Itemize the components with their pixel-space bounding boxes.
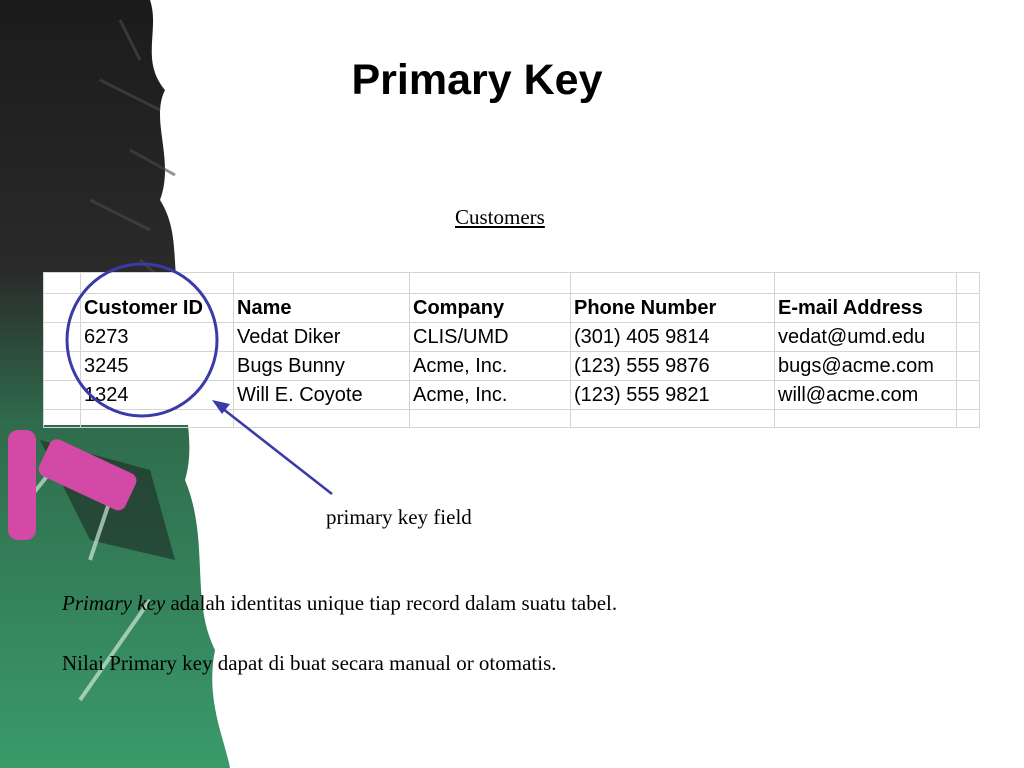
table-cell: Bugs Bunny xyxy=(233,351,410,381)
table-cell: Acme, Inc. xyxy=(409,380,571,410)
definition-paragraph: Primary key adalah identitas unique tiap… xyxy=(62,591,617,616)
table-row: 1324 Will E. Coyote Acme, Inc. (123) 555… xyxy=(43,380,980,410)
header-cell: Customer ID xyxy=(80,293,234,323)
customers-table: Customer ID Name Company Phone Number E-… xyxy=(43,272,980,428)
table-cell: (123) 555 9876 xyxy=(570,351,775,381)
blank-row xyxy=(43,409,980,428)
table-cell: 3245 xyxy=(80,351,234,381)
table-row: 6273 Vedat Diker CLIS/UMD (301) 405 9814… xyxy=(43,322,980,352)
table-cell: bugs@acme.com xyxy=(774,351,957,381)
blank-row xyxy=(43,272,980,294)
table-cell: will@acme.com xyxy=(774,380,957,410)
table-cell: (301) 405 9814 xyxy=(570,322,775,352)
table-cell: CLIS/UMD xyxy=(409,322,571,352)
slide-title: Primary Key xyxy=(351,56,603,104)
header-cell: Company xyxy=(409,293,571,323)
header-cell: E-mail Address xyxy=(774,293,957,323)
table-cell: Will E. Coyote xyxy=(233,380,410,410)
table-row: 3245 Bugs Bunny Acme, Inc. (123) 555 987… xyxy=(43,351,980,381)
table-cell: vedat@umd.edu xyxy=(774,322,957,352)
table-cell: Vedat Diker xyxy=(233,322,410,352)
table-cell: 1324 xyxy=(80,380,234,410)
table-caption: Customers xyxy=(455,205,545,229)
pink-chalk-icon xyxy=(8,430,137,540)
header-cell: Name xyxy=(233,293,410,323)
annotation-label: primary key field xyxy=(326,505,472,529)
term-italic: Primary key xyxy=(62,591,166,615)
table-cell: 6273 xyxy=(80,322,234,352)
note-paragraph: Nilai Primary key dapat di buat secara m… xyxy=(62,651,557,675)
definition-text: adalah identitas unique tiap record dala… xyxy=(165,591,618,615)
header-cell: Phone Number xyxy=(570,293,775,323)
header-row: Customer ID Name Company Phone Number E-… xyxy=(43,293,980,323)
table-cell: (123) 555 9821 xyxy=(570,380,775,410)
table-cell: Acme, Inc. xyxy=(409,351,571,381)
